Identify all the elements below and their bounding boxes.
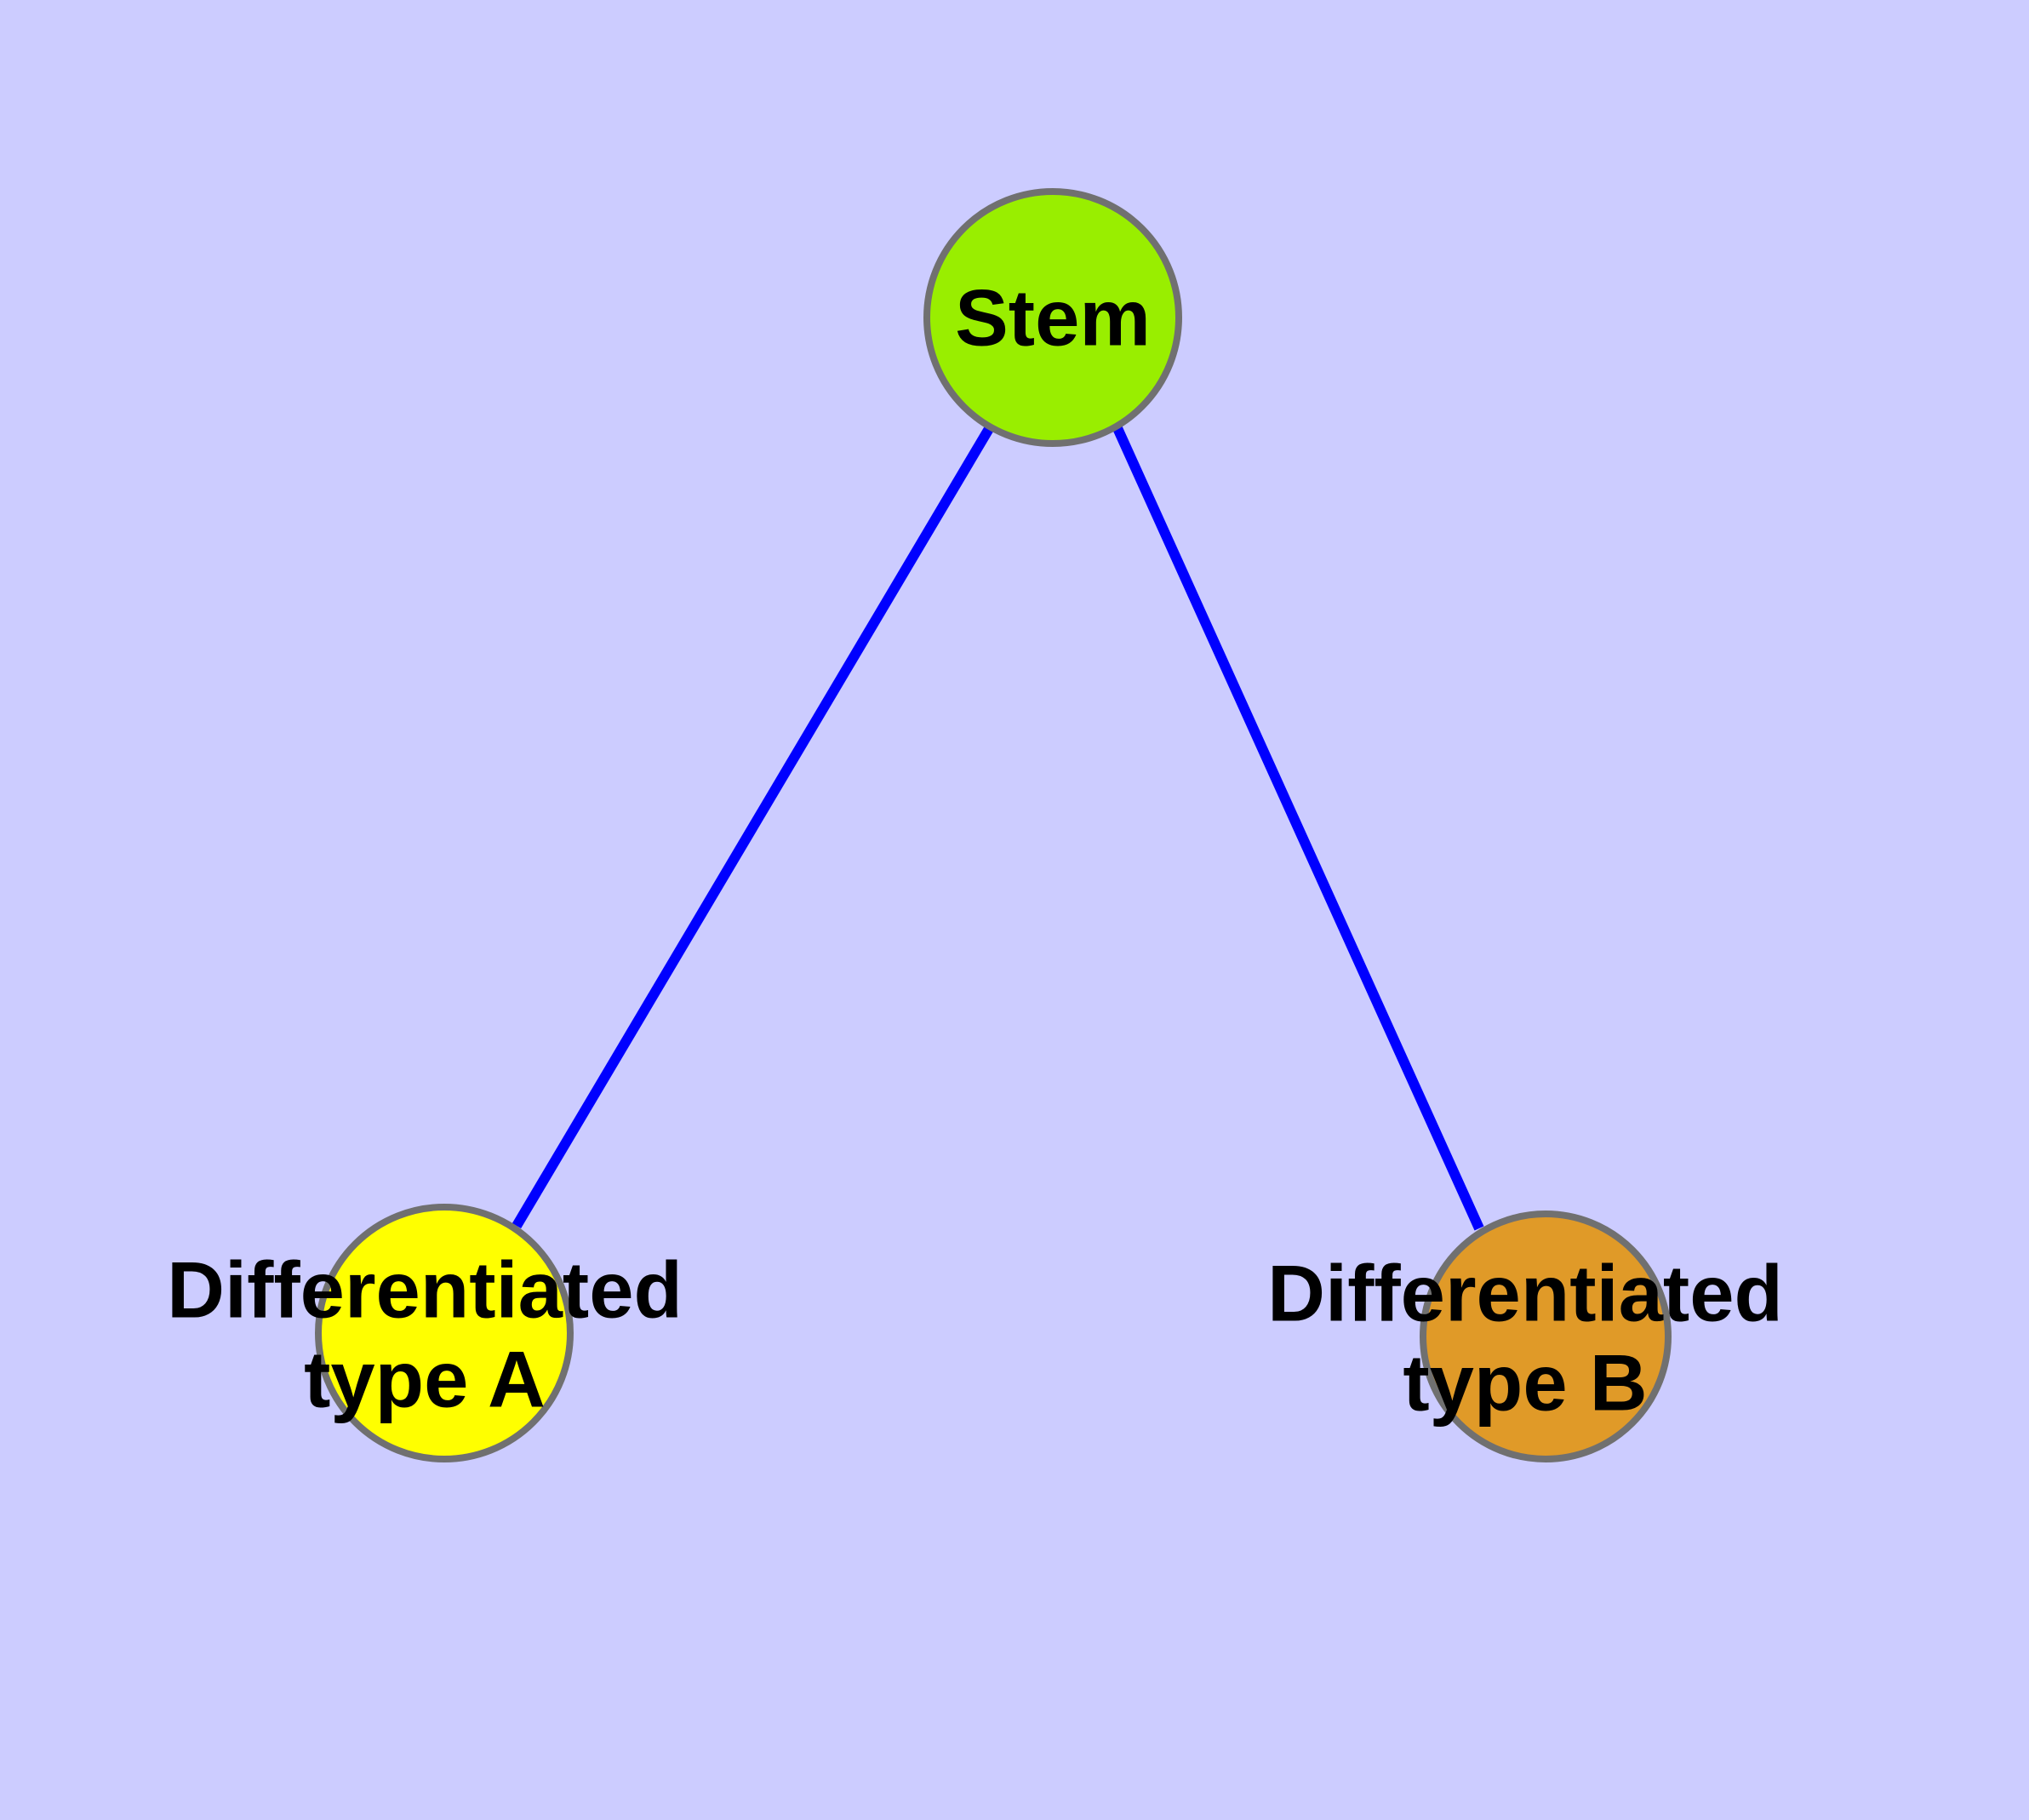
edge-stem-to-type-a[interactable]	[512, 424, 995, 1229]
edge-stem-to-type-b[interactable]	[1112, 426, 1484, 1231]
edge-layer	[512, 424, 1484, 1231]
node-stem-circle[interactable]	[923, 188, 1182, 447]
node-type-b-circle[interactable]	[1420, 1210, 1672, 1462]
node-layer	[315, 188, 1672, 1462]
node-type-a-circle[interactable]	[315, 1204, 574, 1462]
